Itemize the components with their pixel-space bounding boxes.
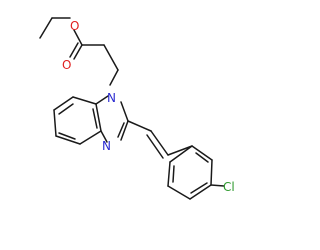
bond-carbonyl-double-a bbox=[73, 44, 83, 60]
bond-phenyl-5 bbox=[167, 161, 171, 187]
bond-ch3-ch2 bbox=[39, 17, 53, 39]
bond-ring-3 bbox=[55, 135, 81, 145]
ethyl-ester-bonds bbox=[39, 17, 119, 86]
bond-vinyl-1 bbox=[127, 120, 152, 132]
bond-ring-inner-1 bbox=[58, 132, 76, 140]
bond-ring-inner-3 bbox=[92, 108, 98, 129]
bond-imid-1 bbox=[95, 95, 109, 105]
bond-phenyl-2 bbox=[210, 159, 213, 186]
bond-ring-inner-2 bbox=[58, 103, 74, 115]
atom-oxygen-carbonyl: O bbox=[62, 58, 71, 72]
atom-nitrogen-1: N bbox=[107, 91, 116, 105]
bond-phenyl-3 bbox=[189, 184, 212, 200]
bond-o-carbonyl bbox=[73, 29, 83, 46]
bond-imid-4 bbox=[100, 130, 108, 143]
bond-ring-1 bbox=[95, 103, 102, 132]
bond-ring-2 bbox=[79, 130, 102, 145]
chlorostyryl-bonds bbox=[127, 120, 225, 200]
bond-ch2-ch2 bbox=[103, 44, 119, 71]
bond-ring-4 bbox=[53, 109, 57, 137]
bond-phenyl-6 bbox=[169, 145, 193, 163]
atom-nitrogen-2: N bbox=[102, 139, 111, 153]
bond-phenyl-cl bbox=[210, 184, 225, 187]
bond-vinyl-aryl bbox=[167, 145, 193, 156]
bond-ring-5 bbox=[53, 96, 74, 111]
bond-vinyl-2 bbox=[150, 130, 169, 156]
bond-carbonyl-double-b bbox=[69, 42, 79, 58]
bond-imid-double bbox=[117, 122, 125, 138]
bond-phenyl-inner-2 bbox=[190, 182, 208, 194]
structure-canvas: O O N N Cl bbox=[39, 17, 235, 200]
molecule-structure: O O N N Cl bbox=[39, 17, 235, 200]
bond-phenyl-4 bbox=[167, 185, 191, 200]
bond-phenyl-1 bbox=[191, 145, 213, 161]
atom-chlorine: Cl bbox=[223, 180, 235, 194]
bond-phenyl-inner-3 bbox=[172, 165, 175, 183]
bond-imid-3 bbox=[120, 120, 129, 141]
bond-vinyl-double bbox=[146, 134, 164, 159]
bond-ch2-n bbox=[109, 69, 119, 86]
bond-phenyl-inner-1 bbox=[195, 152, 209, 163]
bond-ring-6 bbox=[72, 96, 97, 105]
benzimidazole-bonds bbox=[53, 95, 129, 145]
bond-imid-2 bbox=[120, 101, 129, 122]
atom-oxygen-ester: O bbox=[70, 19, 79, 33]
